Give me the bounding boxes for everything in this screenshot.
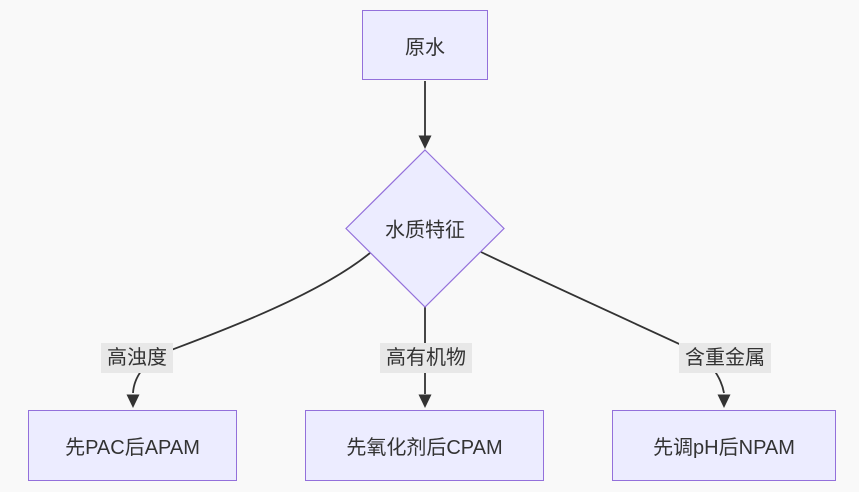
node-outcome-oxidant-label: 先氧化剂后CPAM <box>346 437 503 459</box>
arrowhead-icon <box>418 135 432 149</box>
node-outcome-ph: 先调pH后NPAM <box>612 410 836 481</box>
edge-label-heavy-metals: 含重金属 <box>679 343 771 373</box>
arrowhead-icon <box>126 394 140 408</box>
node-outcome-pac: 先PAC后APAM <box>28 410 237 481</box>
node-raw-water-label: 原水 <box>405 36 445 59</box>
node-raw-water: 原水 <box>362 10 488 80</box>
node-decision-label: 水质特征 <box>385 219 465 242</box>
node-outcome-ph-label: 先调pH后NPAM <box>653 437 795 459</box>
decision-diamond-shape <box>345 149 505 308</box>
arrowhead-icon <box>418 394 432 408</box>
edge-label-high-turbidity: 高浊度 <box>101 343 173 373</box>
arrowhead-icon <box>717 394 731 408</box>
edge-label-high-organics: 高有机物 <box>380 343 472 373</box>
node-outcome-pac-label: 先PAC后APAM <box>65 437 200 459</box>
node-outcome-oxidant: 先氧化剂后CPAM <box>305 410 544 481</box>
